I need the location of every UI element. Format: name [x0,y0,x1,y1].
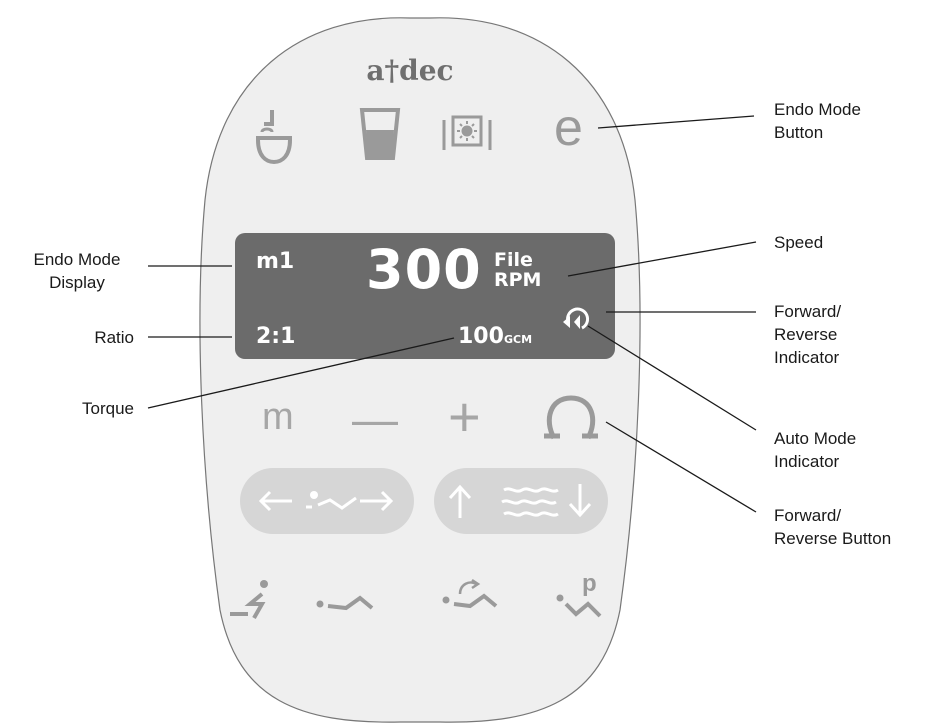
chair-back-arrows-icon [258,490,394,512]
annotation-endo-mode-display: Endo Mode Display [14,248,140,294]
reclined-position-icon[interactable] [316,595,374,611]
endo-mode-display: m1 [256,249,295,274]
speed-value: 300 [366,238,482,301]
leader-lines [147,115,757,513]
forward-reverse-indicator-icon [563,307,590,330]
adec-logo: a†dec [366,54,454,87]
light-icon[interactable] [442,115,492,150]
cuspidor-flush-icon[interactable] [256,110,292,165]
annotation-fri-line1: Forward/ [774,302,842,321]
plus-button[interactable]: + [448,385,481,448]
annotation-emd-line2: Display [49,273,105,292]
annotation-emd-line1: Endo Mode [33,250,121,269]
speed-unit-file: File [494,249,533,271]
annotation-endo-mode-button: Endo Mode Button [774,98,861,144]
annotation-endo-mode-button-line2: Button [774,123,824,142]
annotation-torque: Torque [82,399,134,418]
torque-unit: gcm [504,328,533,347]
annotation-frb-line2: Reverse Button [774,529,892,548]
exit-position-icon[interactable] [230,580,268,619]
annotation-fri-line2: Reverse [774,325,838,344]
annotation-ratio: Ratio [94,328,134,347]
forward-reverse-button[interactable] [544,395,598,440]
annotation-frb-line1: Forward/ [774,506,842,525]
program-position-icon[interactable] [556,594,602,618]
annotation-forward-reverse-button: Forward/ Reverse Button [774,504,891,550]
annotation-forward-reverse-indicator: Forward/ Reverse Indicator [774,300,841,369]
touchpad-panel [199,17,641,723]
annotation-ami-line2: Indicator [774,452,840,471]
m-button[interactable]: m [262,396,294,438]
program-p-label: p [582,570,597,597]
minus-button[interactable]: — [352,393,398,445]
annotation-speed: Speed [774,233,824,252]
annotation-fri-line3: Indicator [774,348,840,367]
annotation-auto-mode-indicator: Auto Mode Indicator [774,427,856,473]
annotation-endo-mode-button-line1: Endo Mode [774,100,861,119]
endo-display [235,233,615,359]
return-position-icon[interactable] [442,578,498,609]
torque-value: 100 [458,324,504,349]
ratio-value: 2:1 [256,324,296,349]
speed-unit-rpm: RPM [494,269,542,291]
endo-mode-button[interactable]: e [554,99,583,157]
cup-fill-icon[interactable] [359,108,401,160]
chair-base-arrows-icon [448,484,592,518]
annotation-ami-line1: Auto Mode [774,429,857,448]
